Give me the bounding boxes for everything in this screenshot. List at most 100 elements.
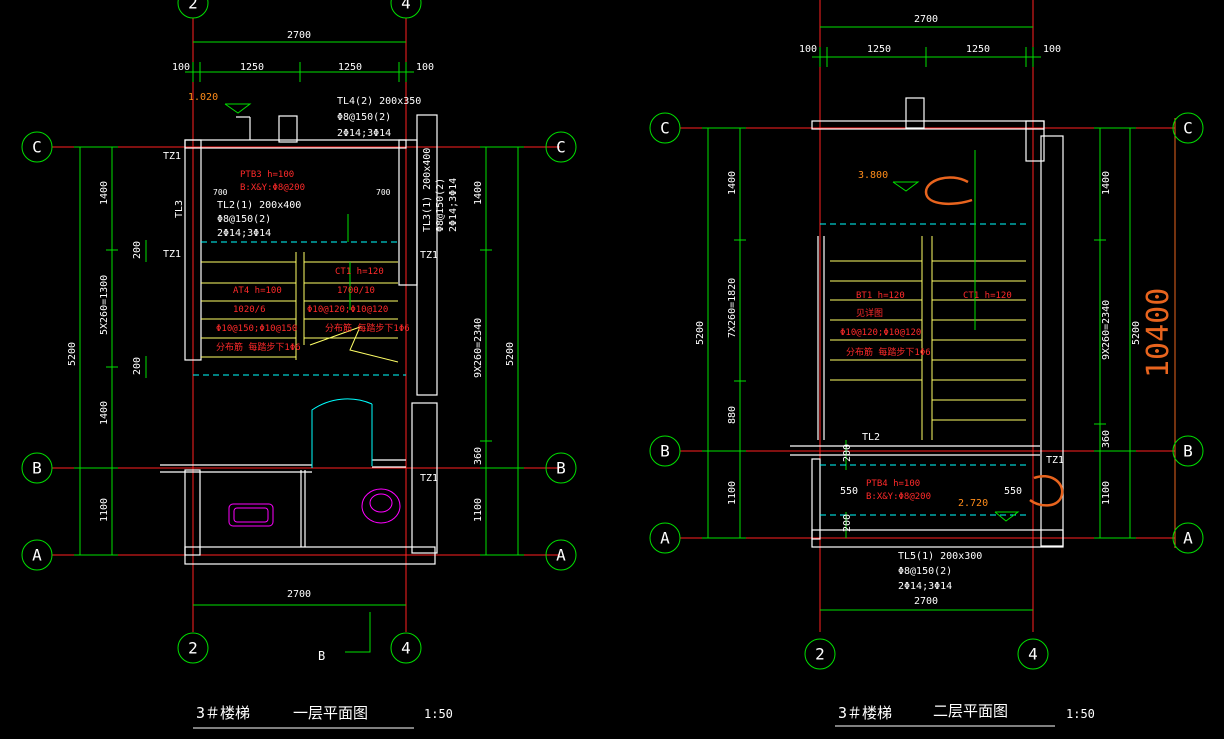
dim-top-total: 2700 bbox=[287, 30, 311, 41]
dim-right-360: 360 bbox=[473, 447, 484, 465]
label-tl3-b: TL3(1) 200x400 bbox=[422, 148, 433, 232]
bathtub-icon bbox=[228, 503, 274, 527]
dim-inner-550b: 550 bbox=[1004, 486, 1022, 497]
label-tz1-a: TZ1 bbox=[163, 151, 181, 162]
dim-inner-200b: 200 bbox=[842, 514, 853, 532]
label-bt1: BT1 h=120 bbox=[856, 291, 905, 301]
dim-left-steps: 5X260=1300 bbox=[99, 275, 110, 335]
markup-10400: 10400 bbox=[1141, 288, 1176, 378]
plan-right: 10400 C C B B A A 2 4 2700 100 1250 1250… bbox=[649, 0, 1204, 727]
label-ct1-b: 1700/10 bbox=[337, 286, 375, 296]
section-mark bbox=[345, 612, 371, 653]
label-tl5-b: Φ8@150(2) bbox=[898, 566, 952, 577]
axis-a-label-right: A bbox=[1183, 529, 1193, 548]
dim-right-5200: 5200 bbox=[505, 342, 516, 366]
washbasin-icon bbox=[361, 488, 401, 524]
left-door-swing bbox=[311, 398, 373, 468]
title-left-number: 3＃楼梯 bbox=[196, 704, 250, 722]
label-at4-c: Φ10@150;Φ10@150 bbox=[216, 324, 297, 334]
dim-top-1250a: 1250 bbox=[867, 44, 891, 55]
dim-right-1400: 1400 bbox=[1101, 171, 1112, 195]
elev-1020: 1.020 bbox=[188, 92, 218, 103]
title-left-name: 一层平面图 bbox=[293, 704, 368, 722]
dim-bottom-total: 2700 bbox=[914, 596, 938, 607]
label-tl4-c: 2Φ14;3Φ14 bbox=[337, 128, 391, 139]
dim-top-1250b: 1250 bbox=[338, 62, 362, 73]
axis-2-label-bottom: 2 bbox=[188, 639, 198, 658]
right-dashed-beams bbox=[820, 223, 1026, 516]
elev-marker-left bbox=[224, 103, 252, 114]
left-axis-bubbles bbox=[21, 0, 577, 664]
label-at4-d: 分布筋 每踏步下1Φ6 bbox=[216, 341, 301, 353]
label-tz1: TZ1 bbox=[1046, 455, 1064, 466]
dim-right-1100: 1100 bbox=[473, 498, 484, 522]
dim-top-100a: 100 bbox=[172, 62, 190, 73]
axis-c-label-left: C bbox=[660, 119, 670, 138]
right-stair-treads bbox=[830, 236, 1026, 440]
label-ptb4: PTB4 h=100 bbox=[866, 479, 920, 489]
dim-left-200b: 200 bbox=[132, 357, 143, 375]
dim-bottom-total: 2700 bbox=[287, 589, 311, 600]
axis-a-label-right: A bbox=[556, 546, 566, 565]
axis-2-label-top: 2 bbox=[188, 0, 198, 13]
dim-top-total: 2700 bbox=[914, 14, 938, 25]
label-bt1-b: 见详图 bbox=[856, 307, 883, 319]
label-ct1: CT1 h=120 bbox=[335, 267, 384, 277]
label-ptb4-b: B:X&Y:Φ8@200 bbox=[866, 492, 931, 502]
markup-arc-bottom bbox=[1029, 475, 1064, 507]
dim-left-5200: 5200 bbox=[67, 342, 78, 366]
label-tl2: TL2(1) 200x400 bbox=[217, 200, 301, 211]
elev-marker-3800 bbox=[892, 181, 920, 192]
axis-4-label-bottom: 4 bbox=[1028, 645, 1038, 664]
label-tl3-b2: Φ8@150(2) bbox=[435, 178, 446, 232]
label-ct1: CT1 h=120 bbox=[963, 291, 1012, 301]
label-tl5: TL5(1) 200x300 bbox=[898, 551, 982, 562]
dim-top-1250b: 1250 bbox=[966, 44, 990, 55]
left-walls bbox=[160, 114, 438, 565]
dim-right-1400: 1400 bbox=[473, 181, 484, 205]
dim-right-1100: 1100 bbox=[1101, 481, 1112, 505]
bathtub-inner bbox=[233, 507, 269, 523]
title-right-name: 二层平面图 bbox=[933, 702, 1008, 720]
right-walls bbox=[790, 97, 1064, 548]
label-bt1-c: Φ10@120;Φ10@120 bbox=[840, 328, 921, 338]
label-tl3-b3: 2Φ14;3Φ14 bbox=[448, 178, 459, 232]
axis-a-label-left: A bbox=[660, 529, 670, 548]
dim-top-1250a: 1250 bbox=[240, 62, 264, 73]
title-right-scale: 1:50 bbox=[1066, 707, 1095, 721]
axis-c-label-right: C bbox=[1183, 119, 1193, 138]
axis-b-label-left: B bbox=[32, 459, 42, 478]
markup-arc-top bbox=[924, 176, 973, 206]
dim-left-1400: 1400 bbox=[727, 171, 738, 195]
dim-left-steps: 7X260=1820 bbox=[727, 278, 738, 338]
dim-left-1400b: 1400 bbox=[99, 401, 110, 425]
elev-marker-2720 bbox=[994, 511, 1020, 522]
label-ptb3-b: B:X&Y:Φ8@200 bbox=[240, 183, 305, 193]
label-tl5-c: 2Φ14;3Φ14 bbox=[898, 581, 952, 592]
axis-b-label-left: B bbox=[660, 442, 670, 461]
axis-c-label-right: C bbox=[556, 138, 566, 157]
axis-b-label-right: B bbox=[1183, 442, 1193, 461]
label-ct1-d: 分布筋 每踏步下1Φ6 bbox=[325, 322, 410, 334]
axis-c-label-left: C bbox=[32, 138, 42, 157]
title-left-scale: 1:50 bbox=[424, 707, 453, 721]
dim-left-200a: 200 bbox=[132, 241, 143, 259]
label-tz1-c: TZ1 bbox=[420, 250, 438, 261]
label-at4: AT4 h=100 bbox=[233, 286, 282, 296]
right-dim-lines bbox=[702, 26, 1136, 611]
label-tz1-d: TZ1 bbox=[420, 473, 438, 484]
title-right-number: 3＃楼梯 bbox=[838, 704, 892, 722]
label-at4-b: 1020/6 bbox=[233, 305, 266, 315]
dim-top-100b: 100 bbox=[1043, 44, 1061, 55]
left-stair-treads bbox=[201, 252, 399, 363]
dim-inner-550a: 550 bbox=[840, 486, 858, 497]
dim-top-100a: 100 bbox=[799, 44, 817, 55]
axis-a-label-left: A bbox=[32, 546, 42, 565]
dim-left-5200: 5200 bbox=[695, 321, 706, 345]
axis-4-label-bottom: 4 bbox=[401, 639, 411, 658]
dim-right-5200: 5200 bbox=[1131, 321, 1142, 345]
label-700-b: 700 bbox=[376, 188, 391, 197]
left-dashed-beams bbox=[193, 241, 406, 376]
section-label: B bbox=[318, 649, 325, 663]
